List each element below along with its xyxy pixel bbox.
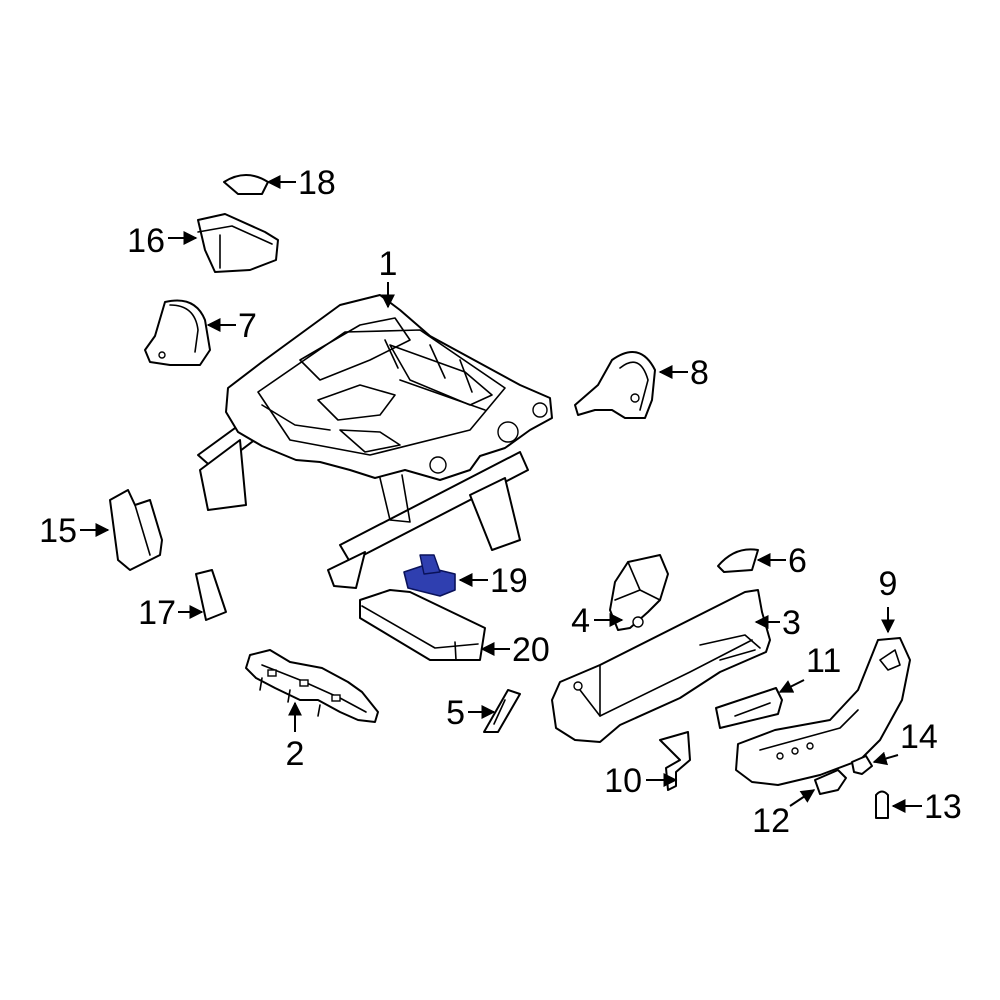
part-16-bracket[interactable]: [197, 213, 279, 273]
callout-17: 17: [138, 594, 176, 632]
part-2-cross-bracket[interactable]: [245, 649, 379, 723]
callout-15: 15: [39, 512, 77, 550]
part-10-wire-bracket[interactable]: [659, 731, 691, 791]
callout-3: 3: [782, 604, 801, 642]
callout-19: 19: [490, 562, 528, 600]
part-13-cap[interactable]: [875, 790, 889, 819]
callout-11: 11: [806, 642, 841, 680]
part-18-cover[interactable]: [223, 174, 269, 195]
callout-13: 13: [924, 788, 962, 826]
leader-12: [789, 789, 816, 807]
leader-arrows: [80, 175, 922, 813]
part-17-cap[interactable]: [195, 569, 227, 621]
part-3-side-shield[interactable]: [551, 589, 771, 743]
callout-14: 14: [900, 718, 938, 756]
leader-14: [872, 751, 899, 766]
callout-1: 1: [379, 245, 398, 283]
part-4-bracket[interactable]: [609, 554, 669, 631]
callout-2: 2: [286, 735, 305, 773]
callout-10: 10: [604, 762, 642, 800]
part-15-cover[interactable]: [109, 489, 163, 571]
callout-7: 7: [238, 307, 257, 345]
callout-8: 8: [690, 354, 709, 392]
callout-16: 16: [127, 222, 165, 260]
callout-12: 12: [752, 802, 790, 840]
part-20-control-module[interactable]: [359, 589, 486, 661]
part-8-recliner-cover-right[interactable]: [574, 351, 656, 419]
callout-9: 9: [879, 565, 898, 603]
part-12-knob[interactable]: [814, 769, 847, 795]
part-14-knob[interactable]: [851, 755, 873, 775]
part-6-cap[interactable]: [717, 548, 759, 573]
callout-6: 6: [788, 542, 807, 580]
part-7-recliner-cover-left[interactable]: [144, 299, 211, 366]
callout-numbers: 1 2 3 4 5 6 7 8 9 10 11 12 13 14 15 16 1…: [39, 164, 962, 840]
callout-5: 5: [446, 694, 465, 732]
leader-11: [778, 679, 805, 693]
callout-4: 4: [571, 602, 590, 640]
part-9-outer-trim[interactable]: [735, 637, 911, 786]
callout-20: 20: [512, 631, 550, 669]
part-11-switch[interactable]: [715, 687, 783, 729]
part-19-module[interactable]: [403, 554, 456, 597]
callout-18: 18: [298, 164, 336, 202]
